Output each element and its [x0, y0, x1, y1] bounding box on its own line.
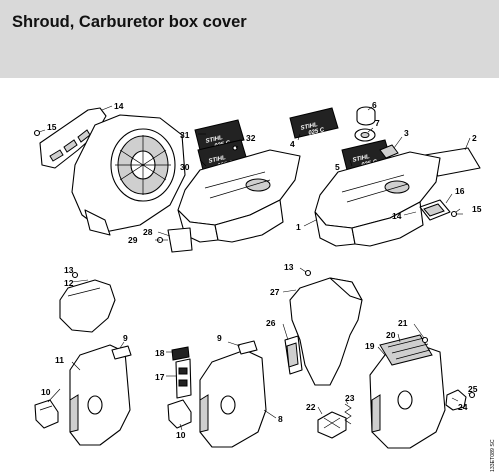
callout-20: 20	[386, 330, 396, 340]
svg-text:STIHL: STIHL	[208, 155, 227, 165]
gasket-part-9-middle	[237, 340, 258, 355]
callout-16: 16	[455, 186, 465, 196]
callout-10-middle: 10	[176, 430, 186, 440]
callout-19: 19	[365, 341, 375, 351]
callout-2: 2	[472, 133, 477, 143]
callout-labels: 14 15 31 32 30 28 29 6 7 4 3 2 5 1 16 14…	[41, 100, 482, 440]
label-part-17	[175, 358, 192, 399]
callout-4: 4	[290, 139, 295, 149]
callout-1: 1	[296, 222, 301, 232]
header-bar: Shroud, Carburetor box cover	[0, 0, 499, 78]
callout-14-top: 14	[114, 101, 124, 111]
callout-5: 5	[335, 162, 340, 172]
fan-housing-part	[71, 114, 186, 236]
gasket-part-9-left	[111, 345, 132, 360]
callout-25: 25	[468, 384, 478, 394]
decal-4: STIHL 025 C	[289, 107, 339, 139]
filter-part-16	[419, 199, 451, 221]
screw-part-15-right	[450, 210, 463, 218]
callout-9-left: 9	[123, 333, 128, 343]
callout-32: 32	[246, 133, 256, 143]
callout-31: 31	[180, 130, 190, 140]
callout-24: 24	[458, 402, 468, 412]
callout-29: 29	[128, 235, 138, 245]
decal-brand-text: STIHL	[205, 135, 224, 145]
screw-part-32	[232, 145, 238, 151]
callout-14-right: 14	[392, 211, 402, 221]
screw-part-15-left	[33, 129, 41, 137]
shroud-part-11	[69, 344, 131, 446]
screw-part-13-right	[304, 269, 312, 277]
washer-part	[354, 128, 376, 142]
svg-text:STIHL: STIHL	[300, 122, 319, 132]
callout-12: 12	[64, 278, 74, 288]
knob-part-22	[317, 411, 347, 439]
callout-15-top: 15	[47, 122, 57, 132]
shroud-part-19	[369, 344, 446, 449]
screw-part-25	[468, 391, 476, 399]
page-title: Shroud, Carburetor box cover	[12, 13, 247, 31]
callout-11: 11	[55, 355, 64, 365]
knob-part	[356, 106, 376, 126]
callout-26: 26	[266, 318, 276, 328]
screen-part-20	[379, 334, 433, 366]
cover-part-27	[289, 277, 363, 386]
callout-3: 3	[404, 128, 409, 138]
callout-30: 30	[180, 162, 190, 172]
spring-part-23	[344, 403, 352, 425]
shroud-part-8	[199, 349, 267, 448]
callout-23: 23	[345, 393, 355, 403]
label-part-18	[171, 346, 190, 361]
leader-lines	[38, 105, 471, 431]
shroud-strip-part	[39, 107, 107, 169]
filter-part-10-middle	[167, 399, 192, 429]
parts-diagram: STIHL 025 C STIHL 025 C STIHL 025 C STIH…	[0, 78, 499, 475]
callout-9-middle: 9	[217, 333, 222, 343]
carburetor-box-cover-right	[314, 151, 441, 247]
callout-6: 6	[372, 100, 377, 110]
callout-18: 18	[155, 348, 165, 358]
callout-17: 17	[155, 372, 165, 382]
carburetor-box-cover-center	[167, 149, 301, 253]
callout-21: 21	[398, 318, 408, 328]
callout-7: 7	[375, 118, 380, 128]
screw-part-21	[421, 336, 429, 344]
callout-8: 8	[278, 414, 283, 424]
filter-part-10-left	[34, 399, 59, 429]
svg-text:STIHL: STIHL	[352, 154, 371, 164]
diagram-code: 133ET089 SC	[490, 439, 496, 472]
callout-10-left: 10	[41, 387, 51, 397]
callout-15-right: 15	[472, 204, 482, 214]
svg-text:025 C: 025 C	[308, 127, 326, 137]
cover-plate-3	[379, 144, 399, 159]
callout-28: 28	[143, 227, 153, 237]
cap-part-12	[59, 279, 116, 333]
callout-27: 27	[270, 287, 280, 297]
callout-13-left: 13	[64, 265, 74, 275]
callout-22: 22	[306, 402, 316, 412]
callout-13-right: 13	[284, 262, 294, 272]
bracket-part-26	[284, 335, 303, 375]
